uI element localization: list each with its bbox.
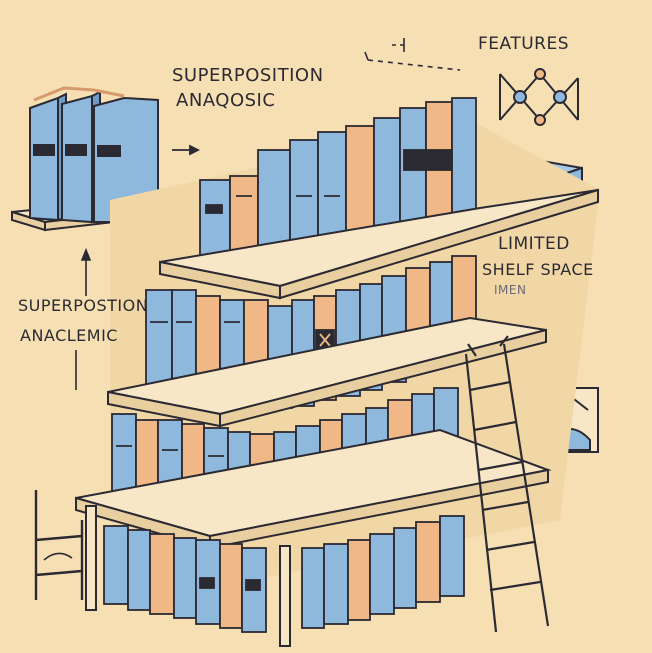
- label-features: FEATURES: [478, 34, 570, 54]
- left-vertical-arrow: [75, 247, 92, 390]
- dashed-arrow: [364, 38, 461, 71]
- second-shelf-board: [107, 316, 547, 428]
- bottom-shelf-books: [103, 515, 465, 633]
- pointer-arrow: [172, 144, 201, 156]
- label-superposition-top: SUPERPOSITION: [172, 65, 324, 86]
- bookcase-legs: [85, 505, 291, 647]
- label-imen: IMEN: [494, 283, 527, 297]
- label-shelf-space: SHELF SPACE: [482, 260, 594, 279]
- label-analog-left: ANACLEMIC: [20, 326, 118, 345]
- label-superposition-left: SUPERPOSTION: [18, 296, 149, 315]
- features-network-icon: [499, 68, 579, 126]
- step-stool: [34, 490, 84, 600]
- top-shelf-board: [159, 188, 599, 300]
- ladder: [464, 335, 550, 633]
- label-analog-top: ANAQOSIC: [176, 90, 276, 111]
- label-limited: LIMITED: [498, 234, 570, 254]
